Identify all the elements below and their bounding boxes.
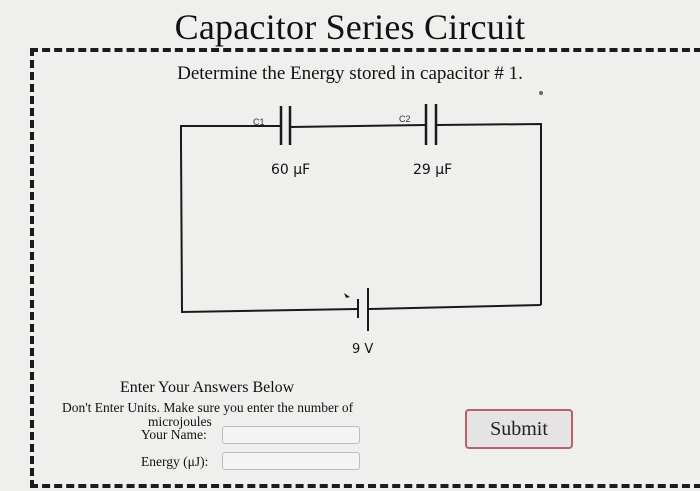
c2-value: 29 μF [413,162,452,178]
c1-value: 60 μF [271,162,310,178]
instructions: Don't Enter Units. Make sure you enter t… [62,401,362,429]
instruction-line-1: Don't Enter Units. Make sure you enter t… [62,400,354,415]
energy-label: Energy (μJ): [141,454,209,469]
battery-value: 9 V [352,342,373,357]
answers-heading: Enter Your Answers Below [120,379,295,396]
top-wire-middle [290,124,426,128]
name-input[interactable] [222,426,360,444]
page-title: Capacitor Series Circuit [174,7,526,47]
left-bottom-wire [180,143,358,314]
dashed-frame [30,48,700,488]
top-wire-right [436,122,542,305]
top-wire-left [180,125,280,144]
battery-arrow-icon [344,293,350,298]
energy-input[interactable] [222,452,360,470]
bottom-wire-right [368,304,542,310]
question-text: Determine the Energy stored in capacitor… [177,63,523,84]
submit-button[interactable]: Submit [465,409,573,449]
name-label: Your Name: [141,427,207,442]
stray-dot [539,91,543,95]
instruction-line-2: microjoules [148,414,212,429]
c1-tag: C1 [253,117,265,127]
c2-tag: C2 [399,114,411,124]
